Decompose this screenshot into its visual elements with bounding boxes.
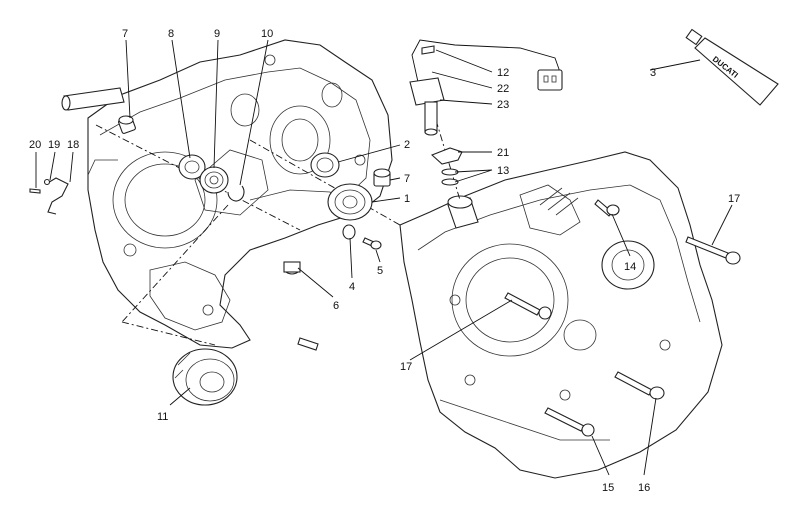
main-bearing-1	[327, 183, 373, 221]
label-5: 5	[377, 265, 383, 277]
sealant-tube-3: DUCATI	[685, 28, 779, 106]
leader-lines	[35, 39, 733, 476]
label-2: 2	[404, 139, 410, 151]
label-17-top: 17	[728, 193, 740, 205]
bearing-9	[199, 166, 229, 194]
screw-16	[614, 371, 665, 400]
screw-14	[594, 199, 620, 217]
label-17-middle: 17	[400, 361, 412, 373]
stud	[297, 337, 319, 351]
label-8: 8	[168, 28, 174, 40]
dowel-pin-7b	[373, 168, 391, 187]
label-22: 22	[497, 83, 509, 95]
screw-20	[29, 188, 41, 194]
label-18: 18	[67, 139, 79, 151]
label-23: 23	[497, 99, 509, 111]
dowel-pin-7a	[118, 115, 136, 134]
label-7-top: 7	[122, 28, 128, 40]
label-13: 13	[497, 165, 509, 177]
label-6: 6	[333, 300, 339, 312]
label-19: 19	[48, 139, 60, 151]
label-20: 20	[29, 139, 41, 151]
oil-pipe-18	[43, 177, 69, 215]
label-12: 12	[497, 67, 509, 79]
seal-4	[342, 224, 356, 240]
label-10: 10	[261, 28, 273, 40]
label-11: 11	[157, 411, 168, 423]
label-7-right: 7	[404, 173, 410, 185]
bearing-11	[172, 348, 238, 406]
o-ring-13b	[441, 178, 459, 186]
label-4: 4	[349, 281, 355, 293]
label-15: 15	[602, 482, 614, 494]
sensor-connector	[537, 69, 563, 91]
bracket-21	[430, 147, 463, 165]
bearing-8	[178, 154, 206, 180]
right-crankcase-half	[399, 151, 723, 479]
label-21: 21	[497, 147, 509, 159]
callout-labels: 7 8 9 10 12 22 23 3 20 19 18 2 21 13 7 1…	[29, 28, 740, 494]
circlip-10	[227, 185, 245, 202]
screw-17-top	[685, 236, 741, 265]
plug-6	[283, 261, 301, 275]
label-1: 1	[404, 193, 410, 205]
label-9: 9	[214, 28, 220, 40]
bearing-2	[310, 152, 340, 178]
screw-5	[362, 237, 382, 250]
screw-15	[544, 407, 595, 437]
label-16: 16	[638, 482, 650, 494]
label-3: 3	[650, 67, 656, 79]
sensor-assembly	[409, 39, 563, 136]
screw-17-middle	[504, 292, 552, 320]
label-14: 14	[624, 261, 636, 273]
